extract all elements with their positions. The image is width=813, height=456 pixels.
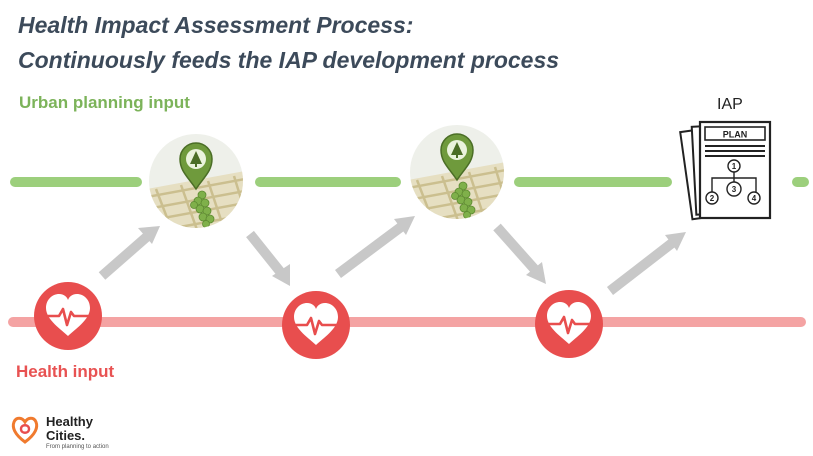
health-input-label: Health input — [16, 362, 115, 381]
logo-line-1: Healthy — [46, 414, 93, 429]
health-input-line — [8, 317, 806, 327]
logo-tagline: From planning to action — [46, 444, 109, 450]
arrow-health-to-plan — [606, 232, 686, 295]
arrow-health-to-urban-2 — [335, 216, 415, 279]
plan-node-3: 3 — [732, 185, 737, 194]
map-pin-park-icon — [397, 125, 517, 232]
healthy-cities-logo-icon — [11, 416, 39, 444]
iap-label: IAP — [717, 96, 743, 113]
arrow-urban-to-health-1 — [246, 230, 290, 286]
heart-pulse-icon — [280, 289, 352, 361]
plan-node-1: 1 — [732, 162, 737, 171]
plan-node-2: 2 — [710, 194, 715, 203]
plan-document-icon: PLAN 1 2 3 4 — [679, 120, 772, 221]
arrow-health-to-urban-1 — [98, 226, 160, 280]
heart-pulse-icon — [32, 280, 104, 352]
healthy-cities-logo: Healthy Cities. From planning to action — [10, 413, 150, 453]
process-arrows — [98, 216, 686, 295]
map-pin-park-icon — [136, 134, 256, 241]
plan-heading: PLAN — [723, 130, 748, 140]
title-line-2: Continuously feeds the IAP development p… — [18, 47, 560, 73]
plan-node-4: 4 — [752, 194, 757, 203]
urban-planning-line — [10, 177, 809, 187]
logo-line-2: Cities. — [46, 428, 86, 443]
title-line-1: Health Impact Assessment Process: — [18, 12, 414, 38]
urban-planning-label: Urban planning input — [19, 93, 190, 112]
page-title: Health Impact Assessment Process: Contin… — [18, 8, 559, 78]
arrow-urban-to-health-2 — [493, 223, 546, 284]
heart-pulse-icon — [533, 288, 605, 360]
